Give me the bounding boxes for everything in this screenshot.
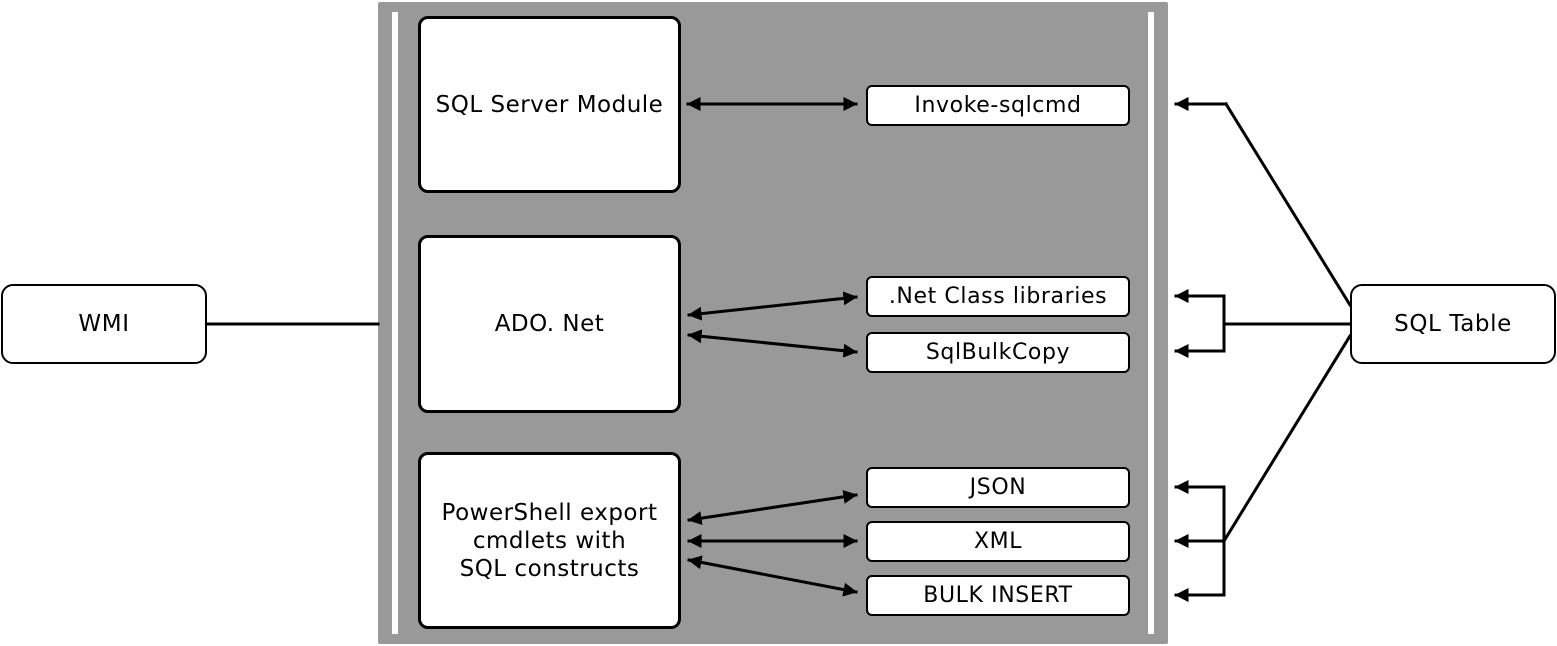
- arrow-ado-netclass: [687, 291, 858, 321]
- node-wmi-label: WMI: [78, 311, 130, 337]
- sqltable-to-top: [1223, 101, 1353, 308]
- node-bulk-insert-label: BULK INSERT: [923, 583, 1073, 608]
- node-invoke-sqlcmd-label: Invoke-sqlcmd: [914, 93, 1082, 118]
- node-sql-server-module: SQL Server Module: [418, 16, 681, 193]
- arrow-ado-sqlbulkcopy: [687, 329, 858, 358]
- node-sql-table-label: SQL Table: [1394, 311, 1512, 337]
- node-xml-label: XML: [973, 529, 1023, 554]
- node-ado-net: ADO. Net: [418, 235, 681, 413]
- node-json-label: JSON: [969, 475, 1027, 500]
- node-powershell-export-label: PowerShell export cmdlets with SQL const…: [441, 499, 658, 582]
- left-rail: [392, 12, 398, 634]
- node-powershell-export: PowerShell export cmdlets with SQL const…: [418, 452, 681, 629]
- node-xml: XML: [866, 521, 1130, 562]
- node-net-class-libraries: .Net Class libraries: [866, 276, 1130, 317]
- node-ado-net-label: ADO. Net: [494, 311, 605, 337]
- right-rail: [1148, 12, 1154, 634]
- arrow-ps-json: [687, 489, 858, 526]
- node-net-class-libraries-label: .Net Class libraries: [888, 284, 1108, 309]
- node-json: JSON: [866, 467, 1130, 508]
- node-wmi: WMI: [1, 284, 207, 364]
- node-invoke-sqlcmd: Invoke-sqlcmd: [866, 85, 1130, 126]
- sqltable-to-bottom: [1221, 333, 1353, 544]
- node-sql-server-module-label: SQL Server Module: [435, 91, 664, 118]
- node-bulk-insert: BULK INSERT: [866, 575, 1130, 616]
- node-sql-table: SQL Table: [1350, 284, 1556, 364]
- arrow-ps-bulk-insert: [687, 555, 858, 597]
- node-sqlbulkcopy: SqlBulkCopy: [866, 332, 1130, 373]
- node-sqlbulkcopy-label: SqlBulkCopy: [925, 340, 1071, 365]
